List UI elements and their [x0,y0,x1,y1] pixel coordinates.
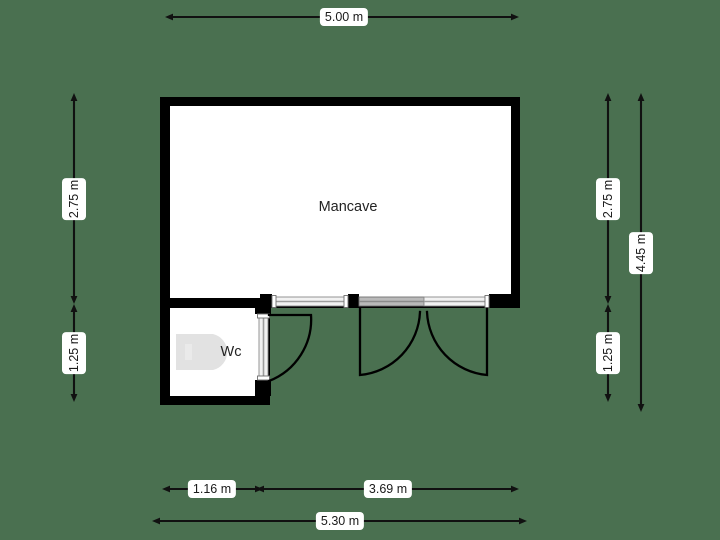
glazed-panel-door-right [423,295,490,308]
wc-door-leaf [257,313,270,381]
wall-pier-bottom-left [260,294,272,308]
door-swings-group [267,307,489,383]
glazed-panel-door-left [358,296,425,307]
room-label-wc: Wc [220,344,242,360]
walls-group [160,97,520,405]
dimension-label-left-upper: 2.75 m [62,177,86,221]
patio-door-left-swing [358,307,422,377]
mancave-floor [170,106,511,299]
dimension-label-right-lower: 1.25 m [596,331,620,375]
openings-group [257,295,490,381]
patio-door-right-swing [425,307,489,377]
dimension-label-left-lower: 1.25 m [62,331,86,375]
dimension-label-right-upper: 2.75 m [596,177,620,221]
dimension-label-right-overall: 4.45 m [629,231,653,275]
wall-stub-wc-bottom-right [255,380,271,396]
door-post-center [348,294,359,308]
dimension-label-bottom-overall: 5.30 m [315,512,365,530]
room-label-mancave: Mancave [318,199,378,215]
wall-return-right [489,294,520,308]
fixtures-group [176,334,228,370]
dimension-label-top-overall: 5.00 m [319,8,369,26]
toilet-icon [176,334,228,370]
glazed-panel-left [271,295,349,308]
wc-door-swing [267,313,313,383]
dimension-label-bottom-wc: 1.16 m [187,480,237,498]
dimension-label-bottom-main: 3.69 m [363,480,413,498]
